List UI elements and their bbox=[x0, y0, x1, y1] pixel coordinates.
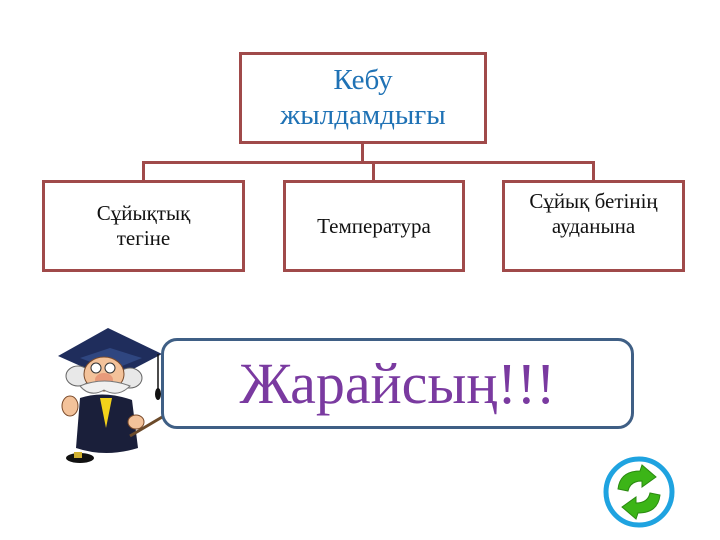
root-node-line1: Кебу bbox=[333, 64, 393, 96]
child-node-temperature: Температура bbox=[283, 180, 465, 272]
connector-horizontal bbox=[142, 161, 595, 164]
connector-drop-middle bbox=[372, 161, 375, 181]
feedback-message-box: Жарайсың!!! bbox=[161, 338, 634, 429]
connector-stem bbox=[361, 143, 364, 163]
feedback-text: Жарайсың!!! bbox=[239, 351, 556, 416]
child-node-label: ауданына bbox=[551, 214, 636, 238]
connector-drop-left bbox=[142, 161, 145, 181]
professor-mascot-icon bbox=[58, 328, 175, 463]
root-node-line2: жылдамдығы bbox=[280, 99, 446, 131]
refresh-icon[interactable] bbox=[602, 455, 676, 529]
root-node: Кебу жылдамдығы bbox=[239, 52, 487, 144]
child-node-surface-area: Сұйық бетінің ауданына bbox=[502, 180, 685, 272]
child-node-label: Сұйық бетінің bbox=[529, 189, 658, 213]
child-node-label: тегіне bbox=[116, 226, 171, 250]
child-node-label: Сұйықтық bbox=[96, 201, 191, 225]
connector-drop-right bbox=[592, 161, 595, 181]
child-node-label: Температура bbox=[317, 213, 431, 238]
child-node-liquid-type: Сұйықтық тегіне bbox=[42, 180, 245, 272]
